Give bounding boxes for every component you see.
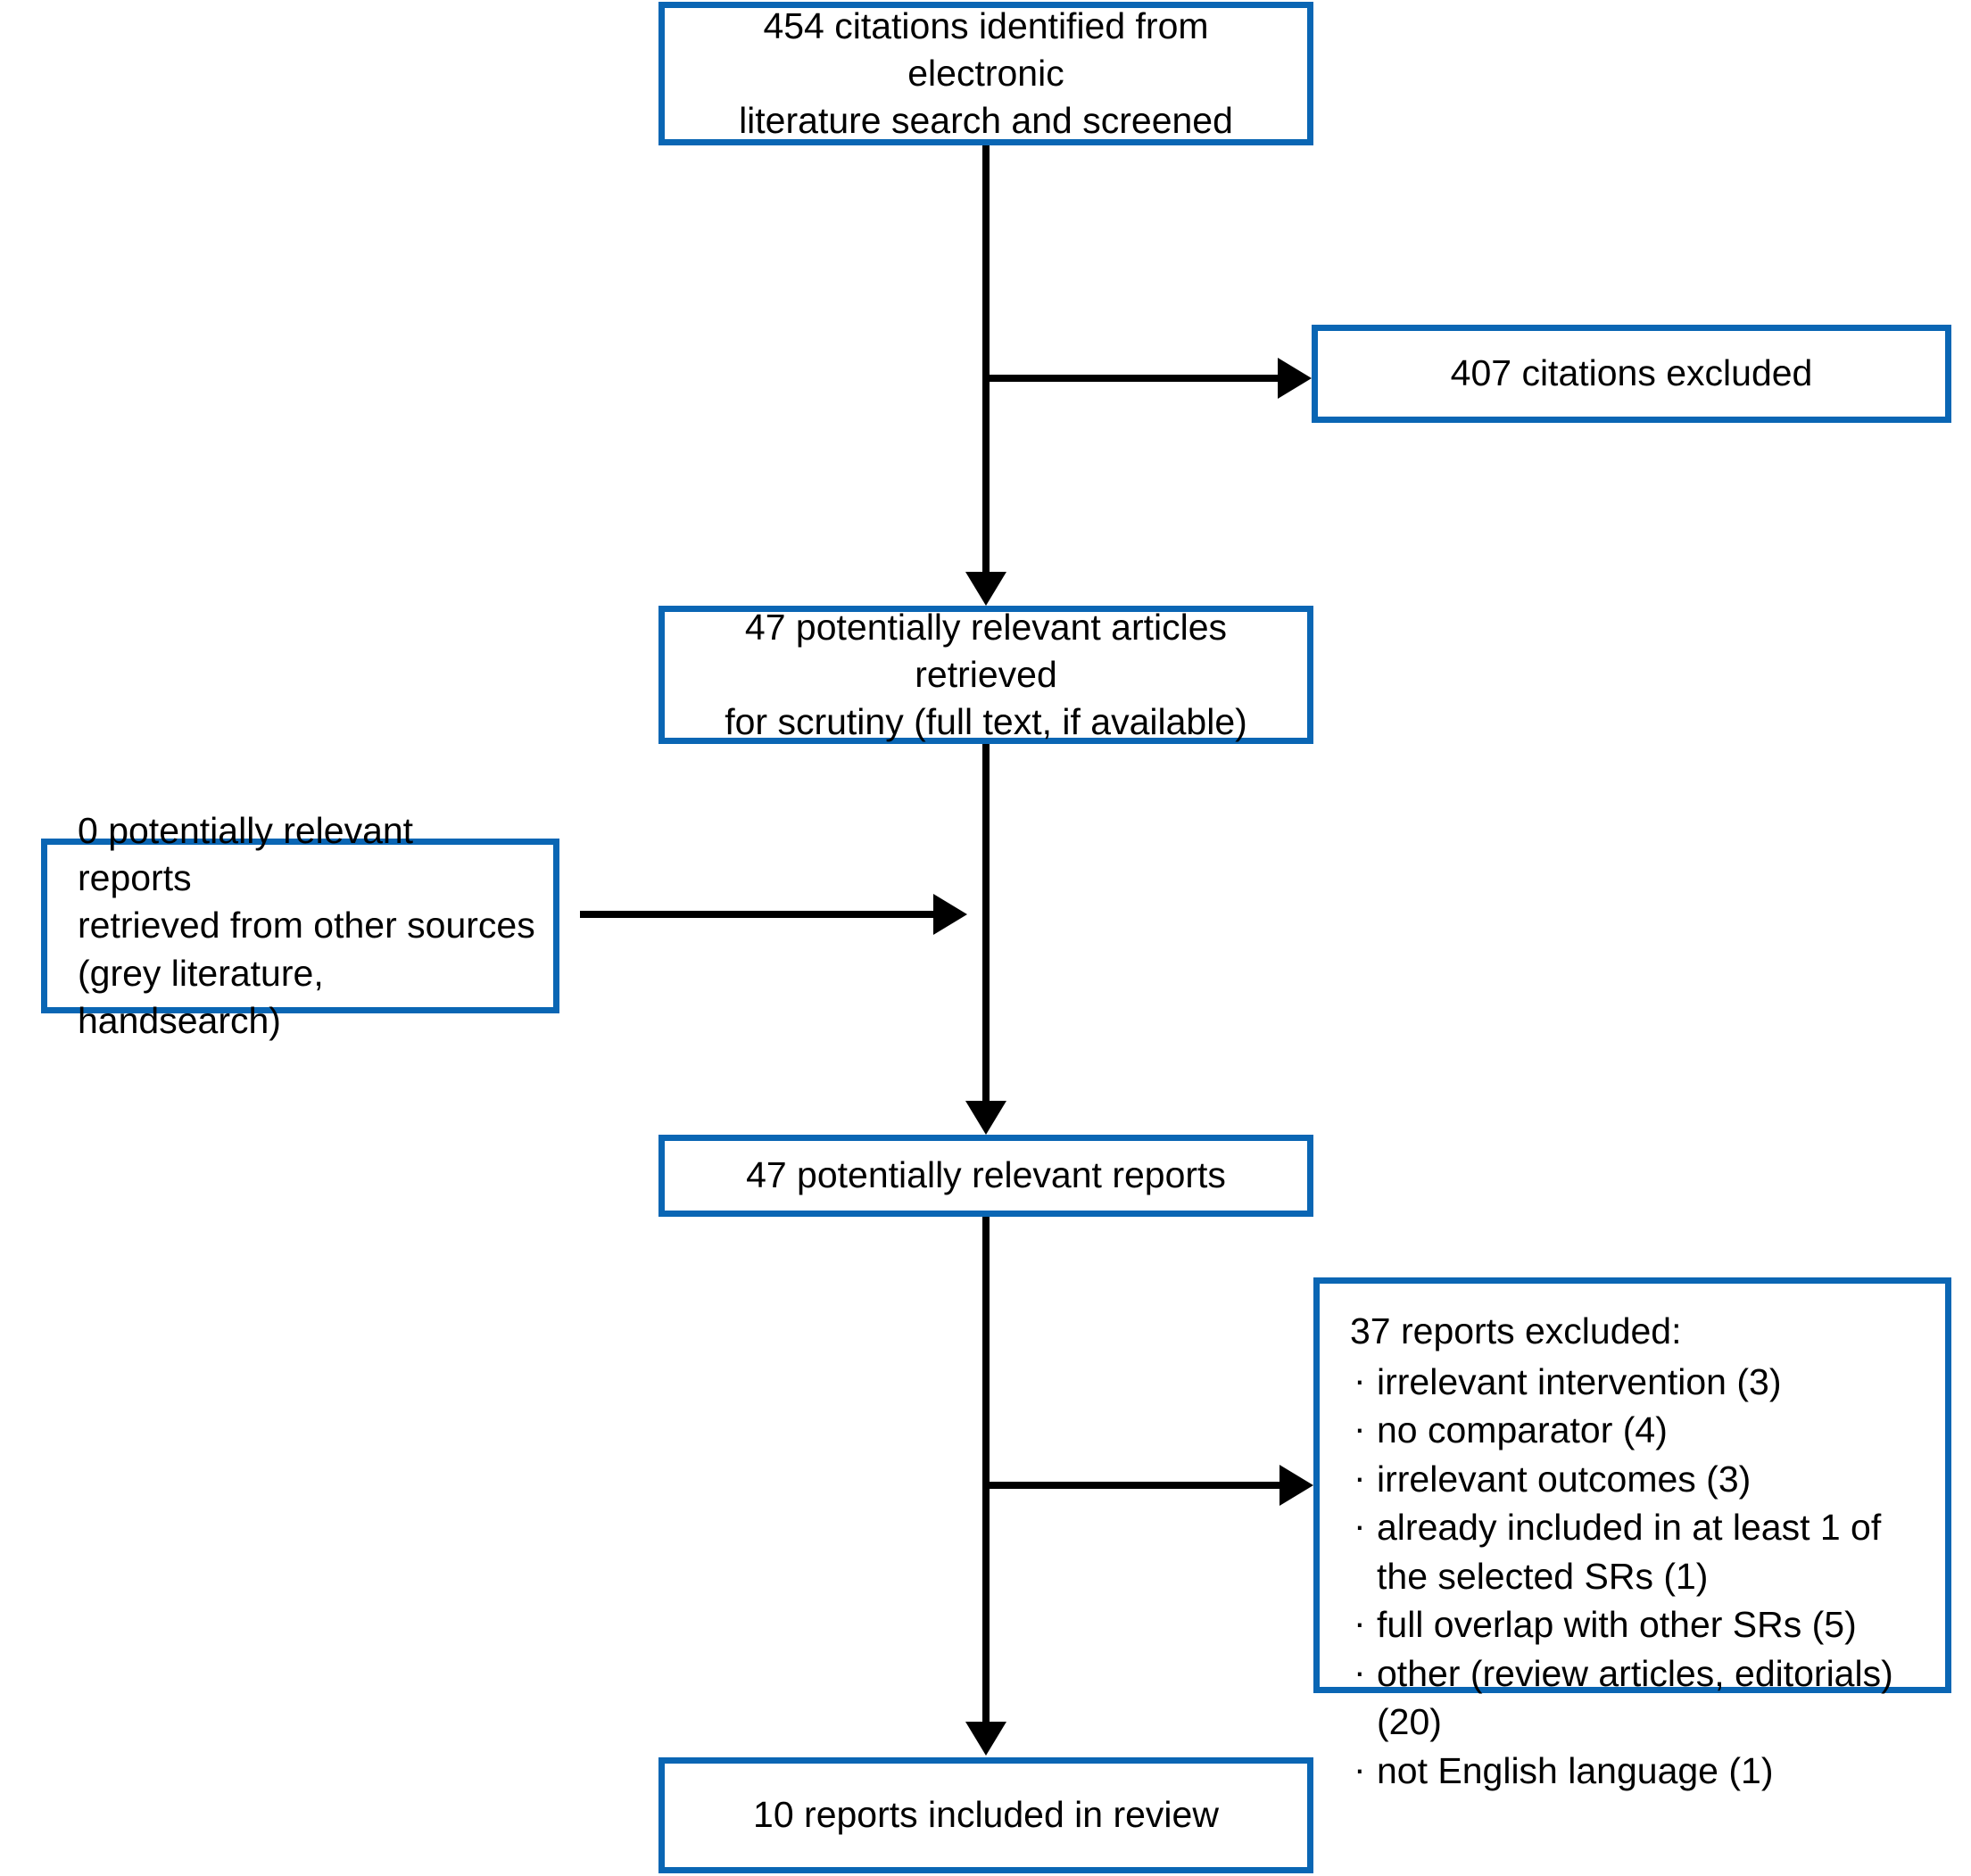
reports-excluded-heading: 37 reports excluded: [1350, 1310, 1682, 1351]
list-item: other (review articles, editorials) (20) [1350, 1648, 1927, 1747]
node-articles-retrieved: 47 potentially relevant articles retriev… [658, 606, 1313, 744]
node-reports-included: 10 reports included in review [658, 1757, 1313, 1873]
node-relevant-reports-label: 47 potentially relevant reports [746, 1154, 1226, 1196]
node-other-sources: 0 potentially relevant reports retrieved… [41, 810, 559, 1041]
node-articles-retrieved-label: 47 potentially relevant articles retriev… [725, 606, 1247, 743]
list-item: irrelevant outcomes (3) [1350, 1453, 1927, 1504]
list-item: irrelevant intervention (3) [1350, 1356, 1927, 1407]
connector-other-sources-to-column [580, 911, 935, 918]
connector-identified-to-retrieved [982, 145, 990, 572]
connector-reports-to-included [982, 1217, 990, 1722]
arrowhead-retrieved-to-reports [965, 1101, 1006, 1135]
reports-excluded-reason-list: irrelevant intervention (3) no comparato… [1350, 1356, 1927, 1796]
node-citations-excluded: 407 citations excluded [1312, 325, 1951, 423]
list-item: full overlap with other SRs (5) [1350, 1599, 1927, 1649]
list-item: not English language (1) [1350, 1745, 1927, 1796]
node-citations-excluded-label: 407 citations excluded [1450, 352, 1813, 394]
node-reports-included-label: 10 reports included in review [753, 1794, 1219, 1836]
connector-to-citations-excluded [986, 375, 1280, 382]
connector-to-reports-excluded [986, 1482, 1282, 1489]
arrowhead-to-citations-excluded [1278, 358, 1312, 399]
list-item: no comparator (4) [1350, 1404, 1927, 1455]
list-item: already included in at least 1 of the se… [1350, 1501, 1927, 1600]
node-citations-identified-label: 454 citations identified from electronic… [739, 4, 1233, 142]
arrowhead-to-reports-excluded [1279, 1465, 1313, 1506]
arrowhead-identified-to-retrieved [965, 572, 1006, 606]
node-reports-excluded: 37 reports excluded: irrelevant interven… [1313, 1277, 1951, 1793]
arrowhead-reports-to-included [965, 1722, 1006, 1756]
connector-retrieved-to-reports [982, 744, 990, 1101]
arrowhead-other-sources-to-column [933, 894, 967, 935]
node-citations-identified: 454 citations identified from electronic… [658, 2, 1313, 145]
node-relevant-reports: 47 potentially relevant reports [658, 1135, 1313, 1217]
node-other-sources-label: 0 potentially relevant reports retrieved… [78, 809, 535, 1041]
